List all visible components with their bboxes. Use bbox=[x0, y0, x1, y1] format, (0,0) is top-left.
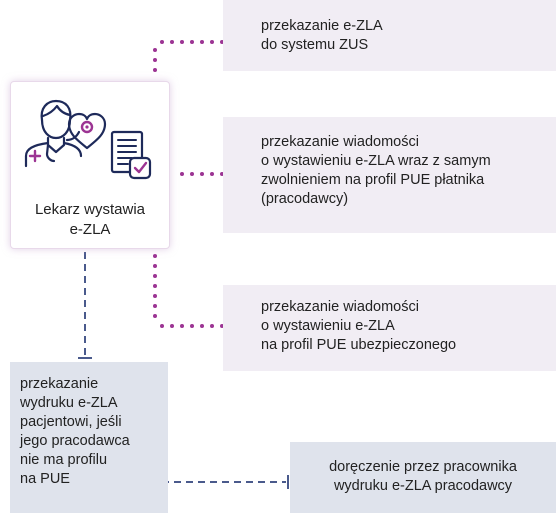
printout-handover-line: wydruku e-ZLA bbox=[20, 395, 118, 411]
employee-delivery-text: doręczenie przez pracownika wydruku e-ZL… bbox=[290, 458, 556, 496]
heart-stethoscope-icon bbox=[65, 112, 107, 150]
printout-handover-box: przekazanie wydruku e-ZLA pacjentowi, je… bbox=[10, 362, 168, 513]
insured-notification-box: przekazanie wiadomości o wystawieniu e-Z… bbox=[223, 285, 556, 371]
dashed-connector-printout bbox=[78, 252, 92, 359]
printout-handover-text: przekazanie wydruku e-ZLA pacjentowi, je… bbox=[20, 375, 130, 489]
employee-delivery-line: wydruku e-ZLA pracodawcy bbox=[333, 478, 513, 494]
printout-handover-line: na PUE bbox=[20, 471, 70, 487]
insured-notification-line: przekazanie wiadomości bbox=[261, 299, 419, 315]
zus-transfer-line: do systemu ZUS bbox=[261, 37, 369, 53]
insured-notification-line: na profil PUE ubezpieczonego bbox=[261, 337, 457, 353]
zus-transfer-line: przekazanie e-ZLA bbox=[261, 18, 383, 34]
document-check-icon bbox=[110, 130, 152, 180]
printout-handover-line: pacjentowi, jeśli bbox=[20, 414, 122, 430]
payer-notification-line: zwolnieniem na profil PUE płatnika bbox=[261, 172, 485, 188]
payer-notification-line: przekazanie wiadomości bbox=[261, 134, 419, 150]
employee-delivery-box: doręczenie przez pracownika wydruku e-ZL… bbox=[290, 442, 556, 513]
printout-handover-line: nie ma profilu bbox=[20, 452, 108, 468]
doctor-card: Lekarz wystawia e-ZLA bbox=[10, 81, 170, 249]
zus-transfer-text: przekazanie e-ZLA do systemu ZUS bbox=[261, 17, 383, 55]
payer-notification-line: (pracodawcy) bbox=[261, 191, 349, 207]
doctor-label-line1: Lekarz wystawia bbox=[34, 201, 146, 218]
payer-notification-text: przekazanie wiadomości o wystawieniu e-Z… bbox=[261, 133, 491, 209]
employee-delivery-line: doręczenie przez pracownika bbox=[329, 459, 517, 475]
insured-notification-line: o wystawieniu e-ZLA bbox=[261, 318, 395, 334]
payer-notification-box: przekazanie wiadomości o wystawieniu e-Z… bbox=[223, 117, 556, 233]
zus-transfer-box: przekazanie e-ZLA do systemu ZUS bbox=[223, 0, 556, 71]
insured-notification-text: przekazanie wiadomości o wystawieniu e-Z… bbox=[261, 298, 456, 355]
doctor-label-line2: e-ZLA bbox=[69, 221, 111, 238]
doctor-label: Lekarz wystawia e-ZLA bbox=[11, 200, 169, 240]
printout-handover-line: jego pracodawca bbox=[20, 433, 130, 449]
printout-handover-line: przekazanie bbox=[20, 376, 99, 392]
doctor-icon bbox=[24, 99, 83, 168]
dashed-connector-delivery bbox=[162, 475, 289, 489]
payer-notification-line: o wystawieniu e-ZLA wraz z samym bbox=[261, 153, 491, 169]
